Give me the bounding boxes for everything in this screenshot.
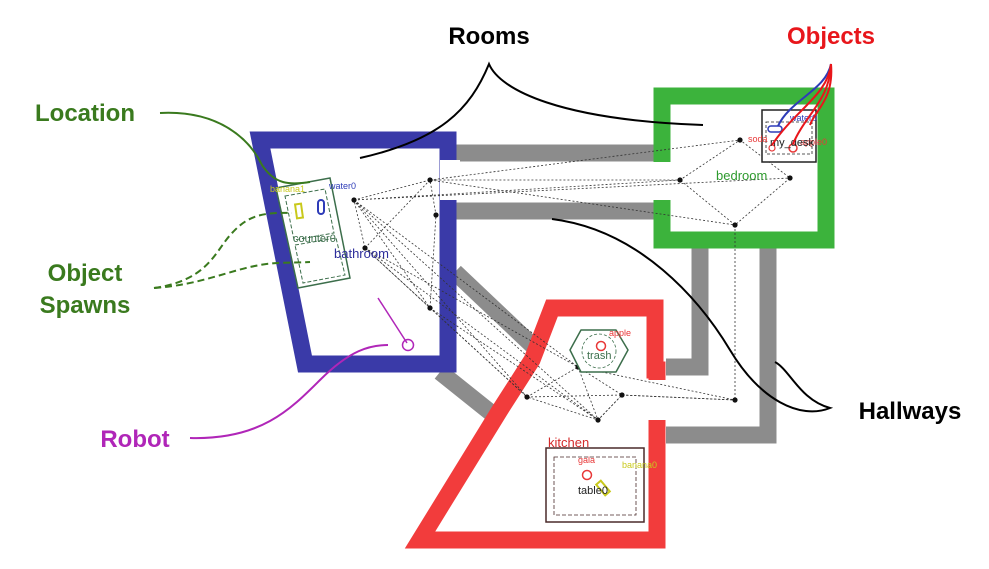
gala-object xyxy=(581,469,593,481)
nav-node xyxy=(362,245,368,251)
hallways-callout xyxy=(551,218,834,413)
spawns-callout-2 xyxy=(153,261,311,289)
robot-heading xyxy=(377,297,408,344)
counter-label: counter0 xyxy=(293,233,336,245)
nav-node xyxy=(524,394,530,400)
nav-node xyxy=(619,392,625,398)
robot xyxy=(377,297,415,352)
objects-callout xyxy=(771,63,833,146)
callout-lines xyxy=(153,61,834,440)
location-callout xyxy=(159,111,311,185)
nav-node xyxy=(427,177,433,183)
banana-kitchen-object xyxy=(594,479,612,497)
desk-label: my_desk xyxy=(770,137,815,149)
soda-label: soda xyxy=(748,134,768,144)
objects-callout-red-1 xyxy=(771,63,832,146)
hallway-bed-kitchen-1 xyxy=(666,245,709,376)
nav-node xyxy=(732,222,738,228)
table-outline xyxy=(545,447,645,523)
hallways xyxy=(434,144,777,444)
objects-callout-red-3 xyxy=(809,63,833,126)
kitchen-door-gap xyxy=(648,380,668,420)
trash-outline xyxy=(569,329,629,373)
nav-node xyxy=(732,397,738,403)
nav-node xyxy=(433,212,439,218)
object-spawns-annotation-line1: Object xyxy=(48,260,123,287)
apple-trash-object xyxy=(595,340,607,352)
location-desk: water0 soda apple0 my_desk xyxy=(748,109,827,163)
water-label: water0 xyxy=(328,181,356,191)
counter-spawn-1 xyxy=(284,188,335,241)
object-spawns-annotation-line2: Spawns xyxy=(40,292,131,319)
objects-annotation: Objects xyxy=(787,23,875,50)
nav-edge xyxy=(353,199,579,398)
hallway-bath-kitchen-inner xyxy=(449,265,538,352)
nav-node xyxy=(677,177,683,183)
gala-label: gala xyxy=(578,455,595,465)
objects-callout-red-2 xyxy=(792,63,832,145)
table-label: table0 xyxy=(578,485,608,497)
location-trash: apple trash xyxy=(569,328,631,373)
location-counter: banana1 water0 counter0 xyxy=(270,177,356,289)
hallway-bed-kitchen-2 xyxy=(666,245,777,444)
banana-label: banana1 xyxy=(270,184,305,194)
location-table: gala banana0 table0 xyxy=(545,447,657,523)
nav-node xyxy=(427,305,433,311)
water-object-desk xyxy=(767,125,783,133)
table-spawn xyxy=(553,456,637,516)
trash-spawn xyxy=(581,333,617,369)
bathroom-door-gap-top xyxy=(440,160,460,200)
robot-body xyxy=(401,338,415,352)
water-object xyxy=(317,199,325,215)
robot-annotation: Robot xyxy=(100,426,169,453)
nav-node xyxy=(787,175,793,181)
banana-kitchen-label: banana0 xyxy=(622,460,657,470)
trash-label: trash xyxy=(587,350,611,362)
nav-node xyxy=(351,197,357,203)
nav-node xyxy=(595,417,601,423)
hallways-annotation: Hallways xyxy=(859,398,962,425)
room-bathroom xyxy=(249,131,457,373)
nav-nodes xyxy=(351,137,793,423)
apple-desk-label: apple0 xyxy=(800,137,827,147)
spawns-callout-1 xyxy=(153,211,293,289)
rooms-annotation: Rooms xyxy=(448,23,529,50)
bathroom-label: bathroom xyxy=(334,246,389,261)
kitchen-label: kitchen xyxy=(548,435,589,450)
desk-spawn xyxy=(765,121,813,155)
rooms-callout xyxy=(359,61,704,159)
nav-node xyxy=(737,137,743,143)
bedroom-label: bedroom xyxy=(716,168,767,183)
banana-object xyxy=(293,202,305,220)
counter-spawn-2 xyxy=(294,237,346,284)
apple-trash-label: apple xyxy=(609,328,631,338)
water-desk-label: water0 xyxy=(789,113,817,123)
robot-callout xyxy=(189,344,389,440)
location-annotation: Location xyxy=(35,100,135,127)
